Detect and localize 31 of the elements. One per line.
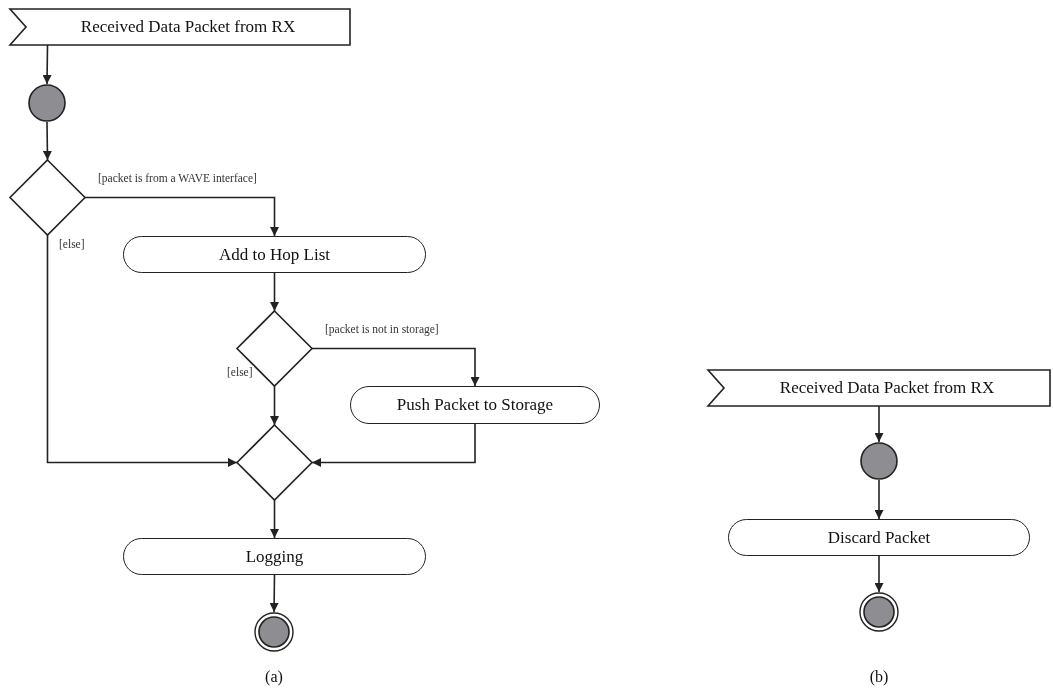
signal-receive-shape: Received Data Packet from RX [708, 370, 1050, 406]
subfigure-caption: (a) [265, 668, 283, 686]
final-node [254, 612, 294, 652]
guard-label: [packet is not in storage] [324, 323, 440, 335]
arrow [311, 347, 480, 387]
final-node [859, 592, 899, 632]
decision-diamond [10, 160, 85, 235]
initial-node [860, 442, 898, 480]
arrow [874, 479, 884, 520]
action-box: Add to Hop List [123, 236, 426, 273]
arrow [42, 44, 52, 85]
arrow [311, 423, 476, 467]
arrow [269, 574, 279, 613]
arrow [874, 405, 884, 443]
arrow [270, 385, 279, 426]
signal-receive-shape: Received Data Packet from RX [10, 9, 350, 45]
arrow [46, 234, 238, 467]
guard-label: [else] [58, 238, 86, 250]
decision-diamond [237, 425, 312, 500]
action-box: Discard Packet [728, 519, 1030, 556]
action-box: Push Packet to Storage [350, 386, 600, 424]
subfigure-caption: (b) [869, 668, 889, 686]
arrow [270, 272, 279, 312]
initial-node [28, 84, 66, 122]
arrow [84, 196, 279, 237]
arrow [270, 499, 279, 539]
arrow [42, 121, 52, 161]
guard-label: [packet is from a WAVE interface] [97, 172, 258, 184]
guard-label: [else] [226, 366, 254, 378]
arrow [874, 555, 884, 593]
action-box: Logging [123, 538, 426, 575]
